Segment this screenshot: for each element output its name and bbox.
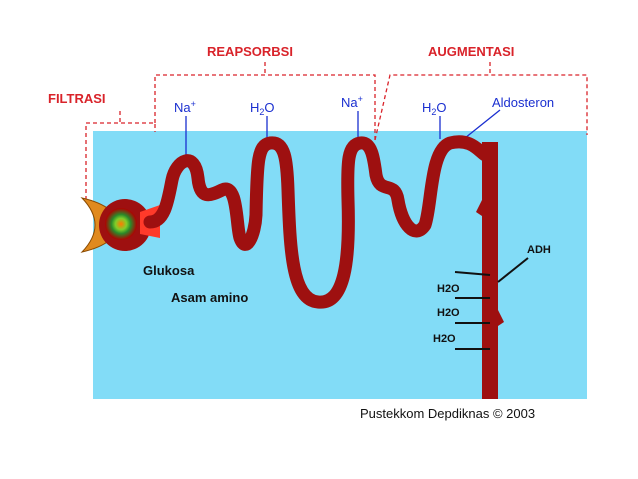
aldosteron-label: Aldosteron xyxy=(492,95,554,110)
asam-amino-label: Asam amino xyxy=(171,290,248,305)
duct-h2o-label-2: H2O xyxy=(437,307,460,319)
na-label-1: Na+ xyxy=(174,99,196,115)
reapsorbsi-label: REAPSORBSI xyxy=(207,44,293,59)
duct-water-lines xyxy=(454,271,491,350)
credit-text: Pustekkom Depdiknas © 2003 xyxy=(360,406,535,421)
filtrasi-bracket xyxy=(85,122,156,200)
adh-pointer xyxy=(497,257,529,283)
aldosteron-pointer xyxy=(464,109,501,139)
filtrasi-label: FILTRASI xyxy=(48,91,106,106)
collecting-duct xyxy=(482,142,498,399)
renal-tubule xyxy=(143,135,492,309)
duct-h2o-label-1: H2O xyxy=(437,283,460,295)
duct-notch-1 xyxy=(476,200,482,216)
duct-h2o-label-3: H2O xyxy=(433,333,456,345)
glukosa-label: Glukosa xyxy=(143,263,195,278)
h2o-label-2: H2O xyxy=(422,100,447,117)
duct-notch-2 xyxy=(498,310,504,326)
adh-label: ADH xyxy=(527,244,551,256)
process-brackets xyxy=(85,62,588,200)
glomerulus xyxy=(105,208,137,240)
reapsorbsi-bracket xyxy=(154,74,376,140)
na-label-2: Na+ xyxy=(341,94,363,110)
augmentasi-bracket xyxy=(374,74,588,141)
augmentasi-label: AUGMENTASI xyxy=(428,44,514,59)
h2o-label-1: H2O xyxy=(250,100,275,117)
